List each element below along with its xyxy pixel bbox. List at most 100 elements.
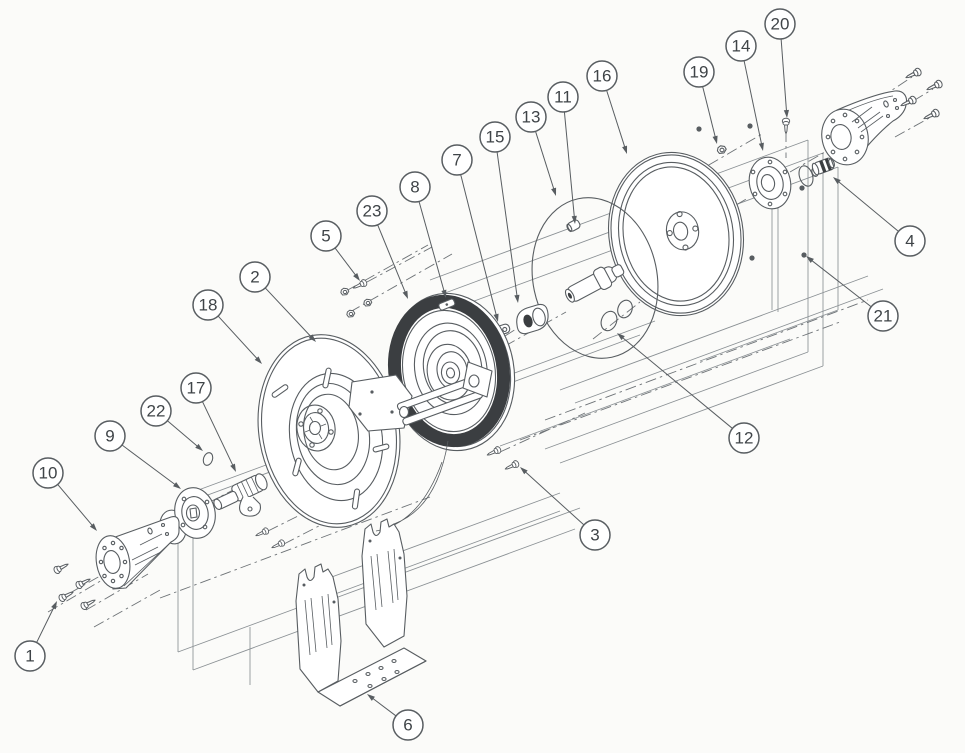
- base-pedestal: [295, 518, 427, 707]
- ring-clamp-tab: [438, 298, 456, 311]
- callout-number-6: 6: [403, 716, 412, 735]
- callout-number-11: 11: [554, 88, 572, 107]
- callout-number-23: 23: [363, 202, 382, 221]
- callout-balloon-10: [32, 457, 64, 489]
- phantom-line-21: [309, 492, 561, 586]
- drive-shaft: [564, 219, 625, 303]
- callout-balloon-23: [356, 195, 388, 227]
- callout-number-1: 1: [25, 647, 34, 666]
- callout-arrow-10: [89, 523, 97, 531]
- callout-balloon-8: [399, 171, 431, 203]
- mounting-bracket-right: [821, 90, 908, 166]
- callout-leader-15: [496, 151, 518, 298]
- shaft-flange-plate: [748, 156, 792, 210]
- callout-number-19: 19: [690, 63, 709, 82]
- callout-leader-4: [837, 180, 899, 232]
- callout-balloon-12: [728, 422, 760, 454]
- callout-arrow-13: [551, 187, 557, 196]
- screw-tip-dot-1: [747, 123, 753, 129]
- callout-leader-8: [418, 201, 445, 293]
- callout-number-5: 5: [321, 227, 330, 246]
- centerline-13: [499, 412, 586, 453]
- callout-balloon-22: [140, 395, 172, 427]
- callout-number-22: 22: [147, 402, 166, 421]
- callout-balloon-13: [515, 101, 547, 133]
- lock-nuts: [340, 278, 373, 318]
- centerline-22: [544, 299, 869, 421]
- callout-number-8: 8: [410, 178, 419, 197]
- callout-arrow-7: [493, 313, 499, 322]
- callout-balloon-17: [180, 372, 212, 404]
- callout-balloon-16: [586, 60, 618, 92]
- callout-leader-16: [606, 90, 626, 149]
- callout-number-18: 18: [199, 296, 218, 315]
- roller-arm: [348, 361, 493, 432]
- gasket-ring: [531, 197, 659, 359]
- phantom-line-20: [499, 338, 791, 447]
- callout-number-7: 7: [452, 151, 461, 170]
- centerline-0: [47, 533, 181, 613]
- phantom-line-18: [559, 275, 869, 391]
- callout-arrow-16: [622, 145, 628, 154]
- callout-arrow-14: [758, 142, 764, 151]
- bushing: [516, 303, 549, 335]
- centerline-19: [894, 116, 932, 138]
- screw-tip-dots: [696, 123, 807, 261]
- centerline-14: [689, 133, 763, 177]
- callout-arrow-12: [617, 333, 625, 341]
- callout-leader-14: [743, 60, 763, 146]
- callout-number-13: 13: [522, 108, 541, 127]
- centerline-7: [93, 589, 161, 628]
- callout-balloon-7: [441, 144, 473, 176]
- callout-leader-5: [334, 247, 357, 277]
- centerline-24: [159, 496, 431, 599]
- callout-leader-22: [167, 420, 199, 448]
- bracket-screws-left: [52, 560, 98, 612]
- callout-leader-2: [264, 287, 313, 338]
- flange-screw: [781, 117, 791, 135]
- callout-number-2: 2: [250, 268, 259, 287]
- callout-balloon-20: [764, 8, 796, 40]
- callout-balloon-2: [239, 261, 271, 293]
- screw-tip-dot-0: [696, 126, 702, 132]
- bracket-screws-right: [898, 66, 944, 123]
- callout-number-14: 14: [732, 37, 751, 56]
- callout-leader-23: [377, 224, 407, 294]
- callout-arrow-6: [367, 694, 375, 701]
- bearing-assembly: [798, 157, 835, 187]
- callout-arrow-8: [441, 289, 447, 298]
- callout-arrow-3: [520, 467, 528, 475]
- callout-number-10: 10: [39, 464, 58, 483]
- callout-number-12: 12: [735, 429, 754, 448]
- callout-leader-1: [36, 606, 55, 643]
- callout-balloon-5: [310, 220, 342, 252]
- callout-arrow-11: [571, 215, 577, 224]
- callout-leader-18: [217, 315, 259, 360]
- callout-arrow-17: [230, 463, 236, 472]
- centerline-2: [504, 311, 567, 347]
- callout-balloon-4: [894, 225, 926, 257]
- callout-arrow-15: [514, 294, 520, 303]
- o-rings: [600, 299, 633, 332]
- callout-balloon-15: [479, 121, 511, 153]
- centerline-23: [519, 321, 841, 441]
- callout-leader-7: [460, 174, 498, 317]
- callout-leader-20: [780, 38, 788, 113]
- callout-leader-19: [702, 86, 717, 139]
- callout-leader-9: [121, 444, 177, 486]
- callout-arrow-1: [51, 601, 57, 610]
- callout-balloon-11: [547, 81, 579, 113]
- flange-nut: [716, 145, 727, 154]
- centerline-6: [85, 573, 149, 611]
- disc-hub: [296, 404, 336, 452]
- callout-leader-3: [524, 470, 585, 526]
- mounting-bracket-left: [95, 516, 180, 590]
- callout-arrow-5: [353, 273, 360, 281]
- callout-arrow-9: [173, 482, 181, 489]
- callout-balloon-3: [579, 519, 611, 551]
- callout-arrow-20: [783, 109, 789, 118]
- centerline-10: [366, 246, 433, 283]
